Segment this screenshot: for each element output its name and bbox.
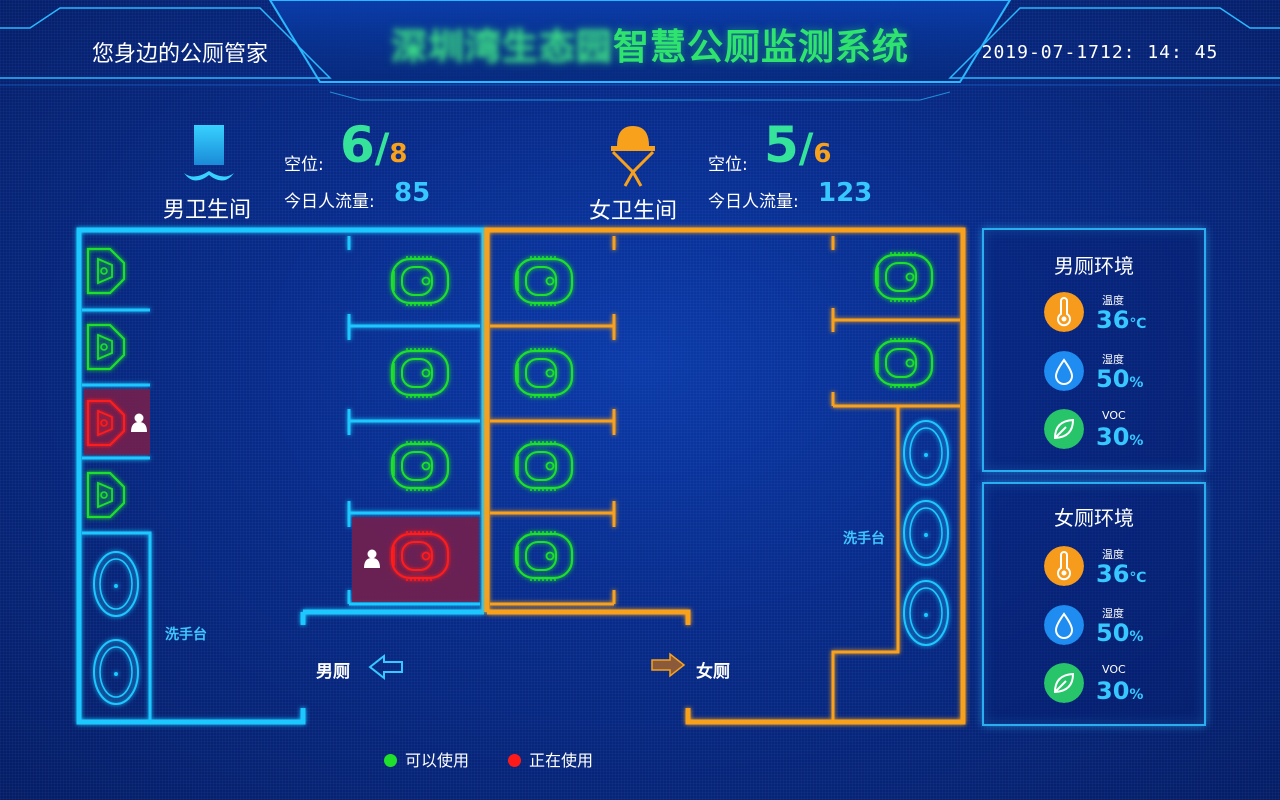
male-stall-3[interactable] <box>390 440 450 492</box>
male-voc-label: VOC <box>1102 409 1126 422</box>
female-flow-count: 123 <box>818 178 873 208</box>
male-sink-label: 洗手台 <box>165 627 207 643</box>
female-room-entry-label: 女厕 <box>696 662 730 682</box>
female-temp-label: 温度 <box>1102 548 1124 561</box>
male-vacancy-label: 空位: <box>284 155 324 175</box>
male-temp-value: 36℃ <box>1096 306 1147 334</box>
male-walls <box>76 227 487 725</box>
female-vacancy: 5/6 <box>764 120 832 172</box>
male-restroom-icon <box>184 125 234 181</box>
male-sink-2 <box>93 639 139 705</box>
male-vacancy: 6/8 <box>340 120 408 172</box>
female-humidity-value: 50% <box>1096 619 1144 647</box>
obscured-title-prefix: 深圳湾生态园 <box>390 27 613 68</box>
male-humidity-label: 湿度 <box>1102 353 1124 366</box>
female-humidity-label: 湿度 <box>1102 607 1124 620</box>
male-voc-value: 30% <box>1096 423 1144 451</box>
page-title: 深圳湾生态园智慧公厕监测系统 <box>360 18 940 70</box>
male-flow-count: 85 <box>394 178 431 208</box>
female-sink-label: 洗手台 <box>843 531 885 547</box>
leaf-icon <box>1044 409 1084 449</box>
male-flow-label: 今日人流量: <box>284 192 375 212</box>
red-dot-icon <box>508 754 521 767</box>
legend-available: 可以使用 <box>384 747 469 771</box>
female-env-panel: 女厕环境 温度 36℃ 湿度 50% VOC 30% <box>982 482 1206 726</box>
female-sink-2 <box>903 500 949 566</box>
green-dot-icon <box>384 754 397 767</box>
thermometer-icon <box>1044 292 1084 332</box>
female-stall-3[interactable] <box>514 440 574 492</box>
male-env-title: 男厕环境 <box>1054 254 1134 278</box>
female-stall-2[interactable] <box>514 347 574 399</box>
legend-in-use: 正在使用 <box>508 747 593 771</box>
arrow-right-icon <box>651 652 686 678</box>
male-sink-1 <box>93 551 139 617</box>
tagline: 您身边的公厕管家 <box>91 42 268 67</box>
female-stall-4[interactable] <box>514 530 574 582</box>
female-slash: / <box>798 126 814 172</box>
female-voc-value: 30% <box>1096 677 1144 705</box>
female-voc-label: VOC <box>1102 663 1126 676</box>
arrow-left-icon <box>368 653 403 681</box>
water-drop-icon <box>1044 605 1084 645</box>
female-vacancy-label: 空位: <box>708 155 748 175</box>
male-room-entry-label: 男厕 <box>316 662 350 682</box>
female-vacant-count: 5 <box>764 116 799 174</box>
male-humidity-value: 50% <box>1096 365 1144 393</box>
thermometer-icon <box>1044 546 1084 586</box>
female-stall-6[interactable] <box>874 337 934 389</box>
male-temp-label: 温度 <box>1102 294 1124 307</box>
female-walls <box>484 227 966 725</box>
urinal-4[interactable] <box>86 471 126 519</box>
datetime: 2019-07-1712: 14: 45 <box>981 42 1219 63</box>
male-slash: / <box>374 126 390 172</box>
urinal-1[interactable] <box>86 247 126 295</box>
urinal-2[interactable] <box>86 323 126 371</box>
female-temp-value: 36℃ <box>1096 560 1147 588</box>
male-vacant-count: 6 <box>340 116 375 174</box>
female-stall-5[interactable] <box>874 251 934 303</box>
header-frame <box>0 0 1280 101</box>
female-stall-1[interactable] <box>514 255 574 307</box>
female-env-title: 女厕环境 <box>1054 506 1134 530</box>
male-room-label: 男卫生间 <box>163 198 252 223</box>
title-text: 智慧公厕监测系统 <box>613 27 910 68</box>
female-total-count: 6 <box>813 139 832 169</box>
male-stall-1[interactable] <box>390 255 450 307</box>
male-stall-2[interactable] <box>390 347 450 399</box>
female-sink-3 <box>903 580 949 646</box>
female-sink-1 <box>903 420 949 486</box>
male-env-panel: 男厕环境 温度 36℃ 湿度 50% VOC 30% <box>982 228 1206 472</box>
female-restroom-icon <box>611 126 655 187</box>
male-total-count: 8 <box>389 139 408 169</box>
female-flow-label: 今日人流量: <box>708 192 799 212</box>
water-drop-icon <box>1044 351 1084 391</box>
leaf-icon <box>1044 663 1084 703</box>
female-room-label: 女卫生间 <box>589 199 678 224</box>
